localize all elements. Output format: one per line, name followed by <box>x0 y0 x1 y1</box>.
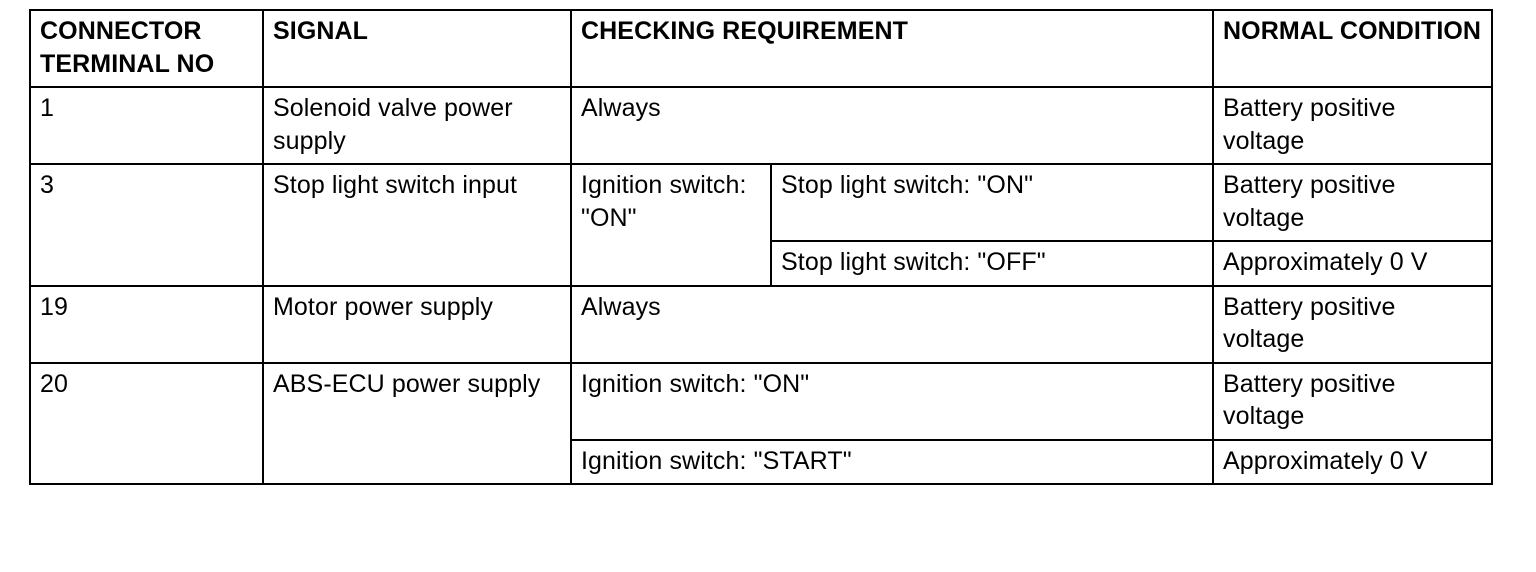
cell-checking-requirement: Ignition switch: "ON" <box>569 361 1215 441</box>
header-signal: SIGNAL <box>262 9 572 88</box>
cell-signal: Motor power supply <box>262 284 572 364</box>
cell-signal: Solenoid valve power supply <box>262 86 572 165</box>
cell-checking-requirement: Always <box>569 284 1215 364</box>
cell-checking-requirement: Ignition switch: "START" <box>569 438 1215 485</box>
table-row: 19 Motor power supply Always Battery pos… <box>29 284 1494 364</box>
cell-terminal-no: 19 <box>29 284 264 364</box>
table-row: 20 ABS-ECU power supply Ignition switch:… <box>29 361 1494 485</box>
table-header-row: CONNECTOR TERMINAL NO SIGNAL CHECKING RE… <box>29 9 1494 88</box>
cell-normal-condition: Battery positive voltage <box>1212 361 1494 441</box>
cell-checking-requirement: Stop light switch: "ON" <box>769 163 1215 242</box>
table-subrow: Ignition switch: "START" Approximately 0… <box>30 438 1494 485</box>
cell-checking-requirement: Stop light switch: "OFF" <box>769 240 1215 287</box>
cell-terminal-no: 20 <box>29 361 264 485</box>
cell-condition-group: Ignition switch: "ON" <box>570 163 772 287</box>
cell-normal-condition: Approximately 0 V <box>1212 438 1494 485</box>
cell-normal-condition: Battery positive voltage <box>1212 163 1494 242</box>
cell-signal: ABS-ECU power supply <box>262 361 572 485</box>
cell-normal-condition: Battery positive voltage <box>1212 284 1494 364</box>
cell-normal-condition: Approximately 0 V <box>1212 240 1494 287</box>
cell-signal: Stop light switch input <box>262 163 572 287</box>
cell-checking-requirement: Always <box>569 86 1215 165</box>
header-normal-condition: NORMAL CONDITION <box>1212 9 1494 88</box>
table-row: 3 Stop light switch input Ignition switc… <box>29 163 1494 287</box>
cell-normal-condition: Battery positive voltage <box>1212 86 1494 165</box>
header-checking-requirement: CHECKING REQUIREMENT <box>569 9 1215 88</box>
table-row: 1 Solenoid valve power supply Always Bat… <box>29 86 1494 165</box>
connector-terminal-spec-table: CONNECTOR TERMINAL NO SIGNAL CHECKING RE… <box>29 9 1494 485</box>
table-subrow: Stop light switch: "OFF" Approximately 0… <box>30 240 1494 287</box>
cell-terminal-no: 1 <box>29 86 264 165</box>
cell-terminal-no: 3 <box>29 163 264 287</box>
header-connector-terminal-no: CONNECTOR TERMINAL NO <box>29 9 264 88</box>
